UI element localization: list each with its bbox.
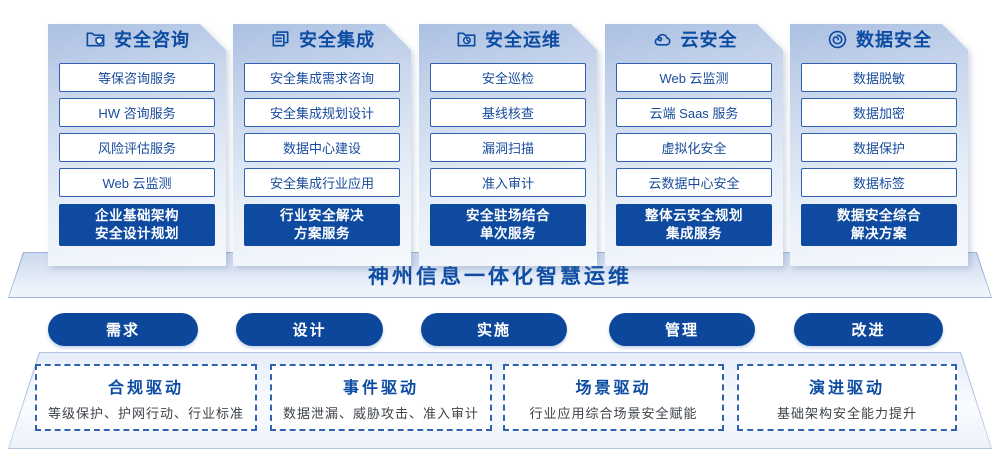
process-step-design: 设计: [236, 313, 383, 346]
card-header: 安全运维: [419, 24, 597, 54]
card-security-consulting: 安全咨询 等保咨询服务 HW 咨询服务 风险评估服务 Web 云监测 企业基础架…: [48, 0, 226, 256]
documents-copy-icon: [269, 28, 292, 51]
card-body: 云安全 Web 云监测 云端 Saas 服务 虚拟化安全 云数据中心安全 整体云…: [605, 24, 783, 266]
service-item: HW 咨询服务: [59, 98, 215, 127]
card-solution-cta: 行业安全解决 方案服务: [244, 204, 400, 246]
service-item: 基线核查: [430, 98, 586, 127]
process-step-improve: 改进: [794, 313, 943, 346]
driver-box-scenario: 场景驱动 行业应用综合场景安全赋能: [503, 364, 724, 431]
card-header: 云安全: [605, 24, 783, 54]
service-item: 准入审计: [430, 168, 586, 197]
driver-title: 演进驱动: [808, 379, 885, 397]
card-title: 数据安全: [856, 30, 932, 50]
card-body: 安全集成 安全集成需求咨询 安全集成规划设计 数据中心建设 安全集成行业应用 行…: [233, 24, 411, 266]
card-solution-cta: 数据安全综合 解决方案: [801, 204, 957, 246]
driver-title: 场景驱动: [575, 379, 652, 397]
cta-line: 安全驻场结合: [466, 208, 550, 224]
driver-title: 事件驱动: [342, 379, 419, 397]
cta-line: 整体云安全规划: [645, 208, 743, 224]
card-cloud-security: 云安全 Web 云监测 云端 Saas 服务 虚拟化安全 云数据中心安全 整体云…: [605, 0, 783, 256]
cta-line: 集成服务: [666, 226, 722, 241]
process-step-manage: 管理: [609, 313, 755, 346]
service-item: 虚拟化安全: [616, 133, 772, 162]
cta-line: 企业基础架构: [95, 208, 179, 224]
service-item: 数据保护: [801, 133, 957, 162]
process-step-implement: 实施: [421, 313, 567, 346]
cta-line: 方案服务: [294, 226, 350, 241]
folder-shield-icon: [84, 28, 107, 51]
service-item: Web 云监测: [59, 168, 215, 197]
card-data-security: 数据安全 数据脱敏 数据加密 数据保护 数据标签 数据安全综合 解决方案: [790, 0, 968, 256]
card-body: 数据安全 数据脱敏 数据加密 数据保护 数据标签 数据安全综合 解决方案: [790, 24, 968, 266]
service-item: 数据中心建设: [244, 133, 400, 162]
card-solution-cta: 整体云安全规划 集成服务: [616, 204, 772, 246]
card-title: 云安全: [680, 30, 738, 50]
cta-line: 单次服务: [480, 226, 536, 241]
service-item: 数据标签: [801, 168, 957, 197]
card-title: 安全咨询: [114, 30, 190, 50]
service-item: 等保咨询服务: [59, 63, 215, 92]
card-title: 安全集成: [299, 30, 375, 50]
card-security-integration: 安全集成 安全集成需求咨询 安全集成规划设计 数据中心建设 安全集成行业应用 行…: [233, 0, 411, 256]
process-step-requirement: 需求: [48, 313, 198, 346]
card-solution-cta: 企业基础架构 安全设计规划: [59, 204, 215, 246]
cloud-icon: [651, 28, 674, 51]
service-item: 安全集成行业应用: [244, 168, 400, 197]
service-item: 风险评估服务: [59, 133, 215, 162]
service-item: 云端 Saas 服务: [616, 98, 772, 127]
card-body: 安全咨询 等保咨询服务 HW 咨询服务 风险评估服务 Web 云监测 企业基础架…: [48, 24, 226, 266]
cta-line: 安全设计规划: [95, 226, 179, 241]
driver-box-incident: 事件驱动 数据泄漏、威胁攻击、准入审计: [270, 364, 492, 431]
driver-box-evolution: 演进驱动 基础架构安全能力提升: [737, 364, 957, 431]
card-header: 安全集成: [233, 24, 411, 54]
card-solution-cta: 安全驻场结合 单次服务: [430, 204, 586, 246]
driver-desc: 等级保护、护网行动、行业标准: [47, 405, 244, 421]
driver-title: 合规驱动: [107, 379, 184, 397]
fingerprint-icon: [826, 28, 849, 51]
driver-desc: 基础架构安全能力提升: [776, 405, 917, 421]
banner-title: 神州信息一体化智慧运维: [368, 265, 632, 288]
service-item: 云数据中心安全: [616, 168, 772, 197]
service-item: 安全集成需求咨询: [244, 63, 400, 92]
driver-box-compliance: 合规驱动 等级保护、护网行动、行业标准: [35, 364, 257, 431]
service-item: 数据加密: [801, 98, 957, 127]
card-header: 安全咨询: [48, 24, 226, 54]
service-item: 漏洞扫描: [430, 133, 586, 162]
cta-line: 数据安全综合: [837, 208, 921, 224]
card-security-operations: 安全运维 安全巡检 基线核查 漏洞扫描 准入审计 安全驻场结合 单次服务: [419, 0, 597, 256]
cta-line: 解决方案: [851, 226, 907, 241]
driver-desc: 行业应用综合场景安全赋能: [529, 405, 698, 421]
driver-desc: 数据泄漏、威胁攻击、准入审计: [282, 405, 479, 421]
card-title: 安全运维: [485, 30, 561, 50]
service-item: 安全集成规划设计: [244, 98, 400, 127]
service-item: 数据脱敏: [801, 63, 957, 92]
card-body: 安全运维 安全巡检 基线核查 漏洞扫描 准入审计 安全驻场结合 单次服务: [419, 24, 597, 266]
service-item: Web 云监测: [616, 63, 772, 92]
cta-line: 行业安全解决: [280, 208, 364, 224]
service-item: 安全巡检: [430, 63, 586, 92]
card-header: 数据安全: [790, 24, 968, 54]
folder-clock-icon: [455, 28, 478, 51]
